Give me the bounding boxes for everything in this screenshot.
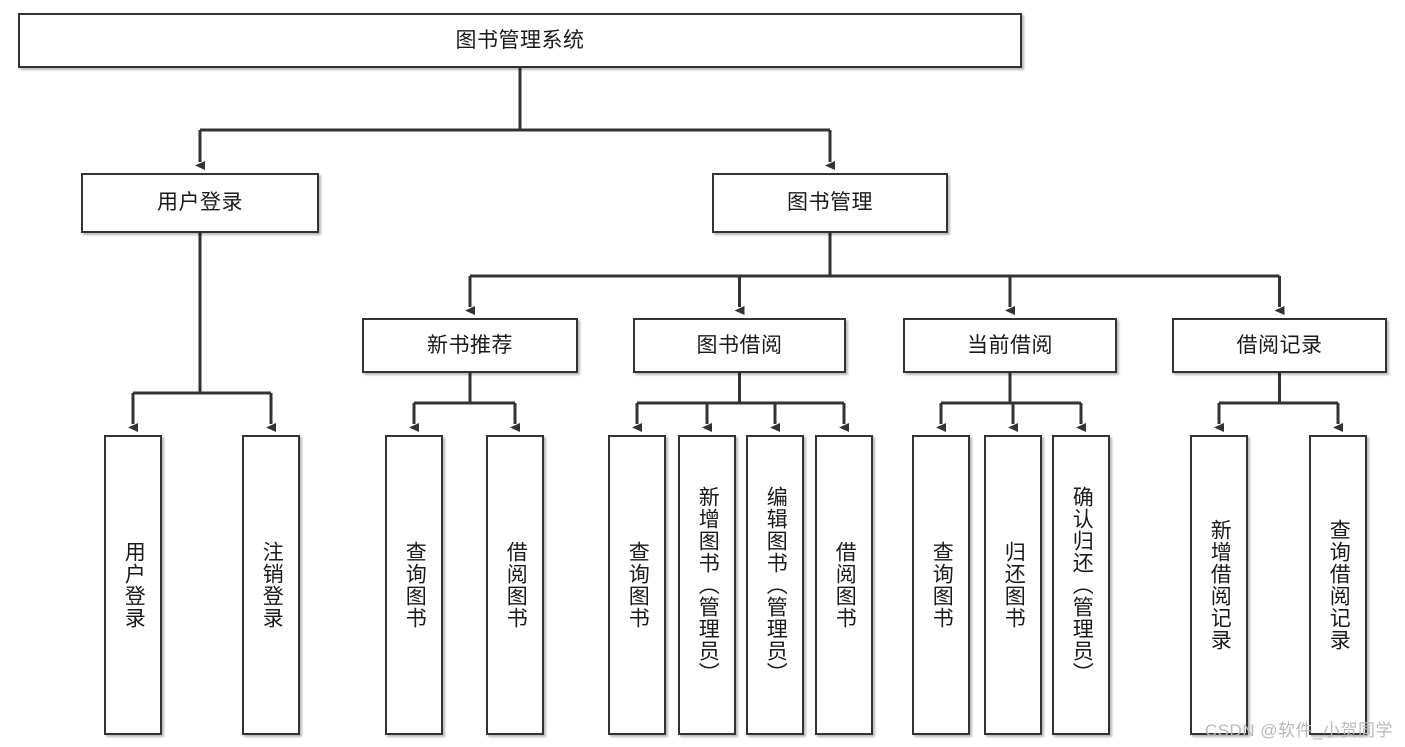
node-new-book-recommend-label: 新书推荐 <box>427 333 513 357</box>
leaf-user-login[interactable]: 用户登录 <box>104 435 162 735</box>
leaf-logout[interactable]: 注销登录 <box>242 435 300 735</box>
leaf-query-borrow-record-label: 查询借阅记录 <box>1327 519 1351 651</box>
leaf-query-book-3[interactable]: 查询图书 <box>912 435 970 735</box>
leaf-query-book-2-label: 查询图书 <box>626 541 650 629</box>
leaf-add-book-label: 新增图书（管理员） <box>696 486 720 684</box>
leaf-borrow-book-1-label: 借阅图书 <box>504 541 528 629</box>
leaf-confirm-return-label: 确认归还（管理员） <box>1070 486 1094 684</box>
leaf-borrow-book-2-label: 借阅图书 <box>833 541 857 629</box>
leaf-add-book[interactable]: 新增图书（管理员） <box>678 435 736 735</box>
node-book-borrow[interactable]: 图书借阅 <box>633 318 846 373</box>
node-book-borrow-label: 图书借阅 <box>696 333 783 357</box>
leaf-query-book-1[interactable]: 查询图书 <box>385 435 443 735</box>
node-borrow-record-label: 借阅记录 <box>1236 333 1323 357</box>
leaf-borrow-book-2[interactable]: 借阅图书 <box>815 435 873 735</box>
node-user-login[interactable]: 用户登录 <box>81 173 319 233</box>
leaf-logout-label: 注销登录 <box>260 541 284 629</box>
leaf-query-book-2[interactable]: 查询图书 <box>608 435 666 735</box>
csdn-watermark: CSDN @软件_小贺同学 <box>1204 721 1393 740</box>
leaf-return-book-label: 归还图书 <box>1002 541 1026 629</box>
node-current-borrow-label: 当前借阅 <box>967 333 1053 357</box>
node-book-manage[interactable]: 图书管理 <box>712 173 948 233</box>
leaf-query-book-1-label: 查询图书 <box>403 541 427 629</box>
node-book-manage-label: 图书管理 <box>787 191 873 215</box>
leaf-query-borrow-record[interactable]: 查询借阅记录 <box>1309 435 1367 735</box>
leaf-user-login-label: 用户登录 <box>122 541 146 629</box>
leaf-borrow-book-1[interactable]: 借阅图书 <box>486 435 544 735</box>
leaf-edit-book[interactable]: 编辑图书（管理员） <box>746 435 804 735</box>
leaf-query-book-3-label: 查询图书 <box>930 541 954 629</box>
node-user-login-label: 用户登录 <box>157 191 243 215</box>
leaf-return-book[interactable]: 归还图书 <box>984 435 1042 735</box>
node-root[interactable]: 图书管理系统 <box>18 13 1022 68</box>
leaf-add-borrow-record[interactable]: 新增借阅记录 <box>1190 435 1248 735</box>
node-new-book-recommend[interactable]: 新书推荐 <box>362 318 578 373</box>
leaf-confirm-return[interactable]: 确认归还（管理员） <box>1052 435 1110 735</box>
node-root-label: 图书管理系统 <box>455 28 585 52</box>
leaf-add-borrow-record-label: 新增借阅记录 <box>1208 519 1232 651</box>
node-current-borrow[interactable]: 当前借阅 <box>903 318 1117 373</box>
node-borrow-record[interactable]: 借阅记录 <box>1172 318 1387 373</box>
leaf-edit-book-label: 编辑图书（管理员） <box>764 486 788 684</box>
